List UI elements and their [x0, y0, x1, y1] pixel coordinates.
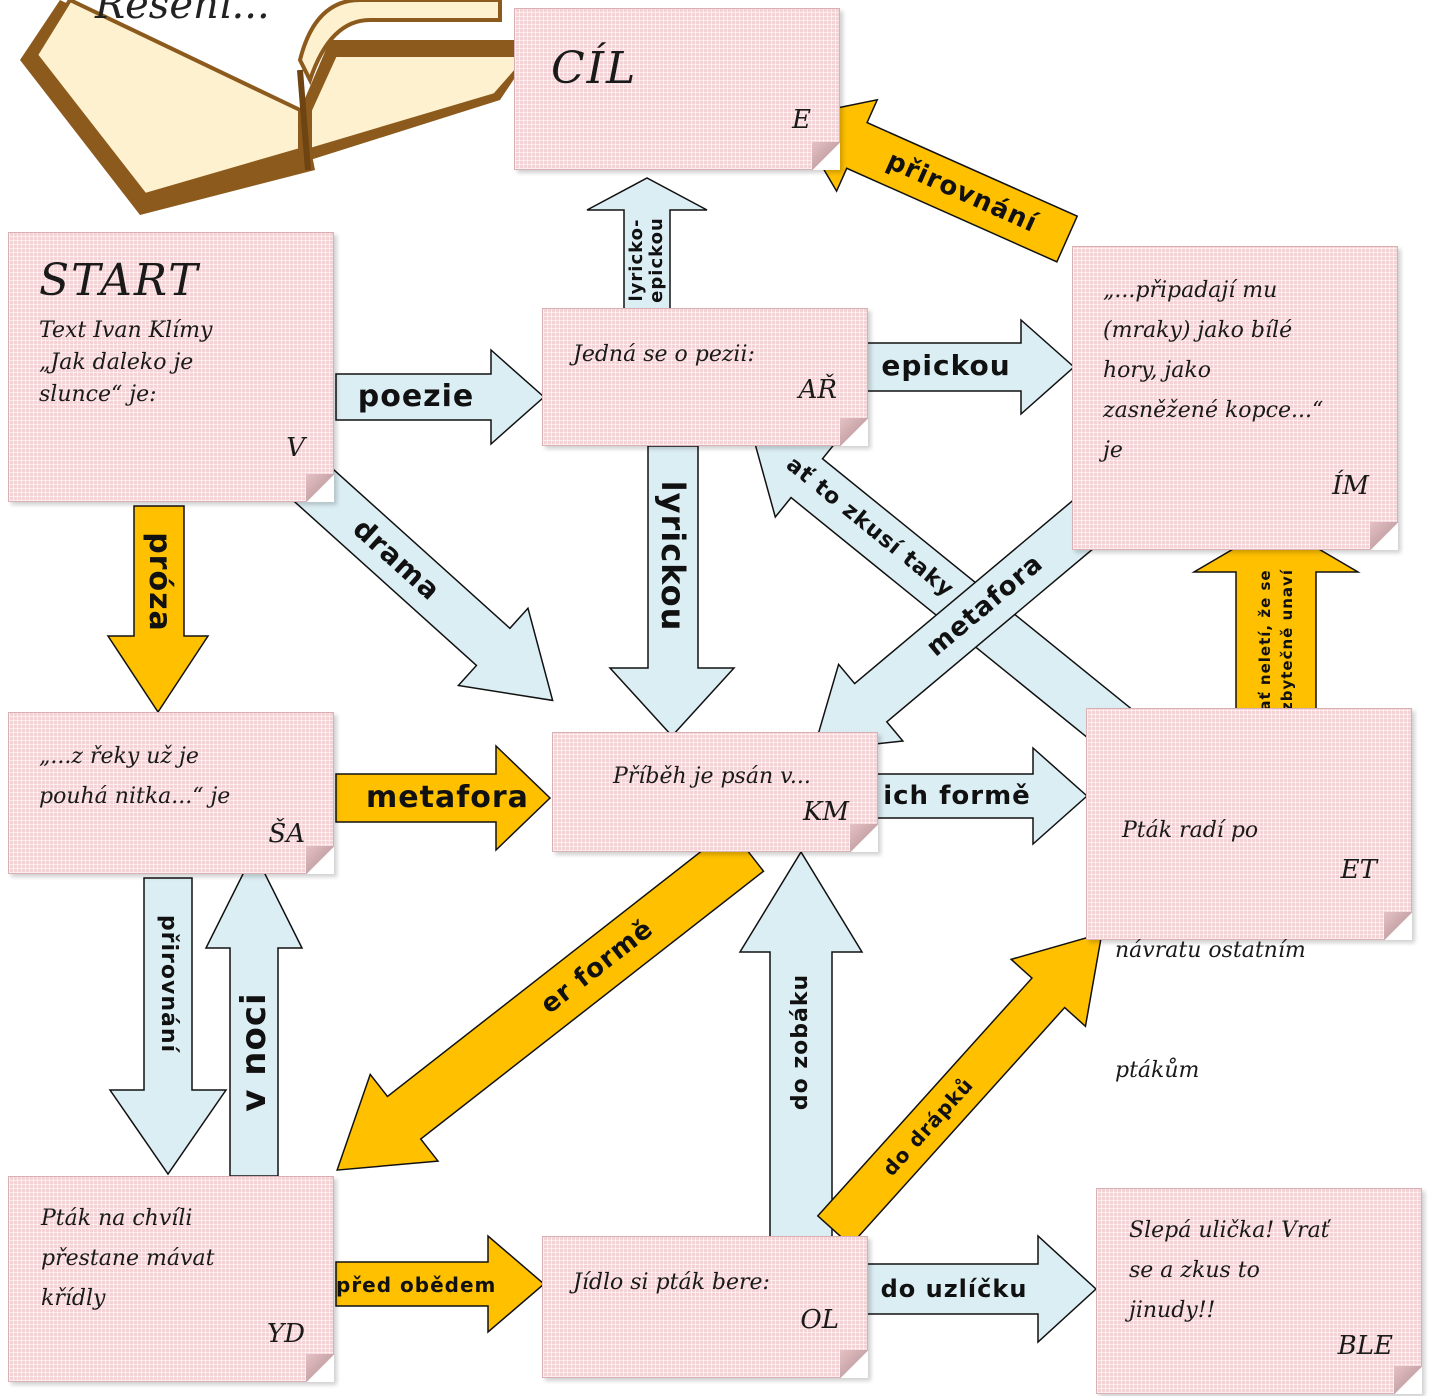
- arrow-epickou-label: epickou: [881, 349, 1011, 382]
- node-ar: Jedná se o pezii: AŘ: [542, 308, 868, 446]
- node-ar-line: Jedná se o pezii:: [573, 342, 755, 367]
- node-yd-line: Pták na chvíli: [41, 1206, 193, 1231]
- node-cil: CÍL E: [514, 8, 840, 170]
- arrow-at-neleti: ať neletí, že se zbytečně unaví: [1191, 523, 1361, 711]
- arrow-pred-obedem-label: před obědem: [336, 1273, 497, 1297]
- node-km-line: Příběh je psán v...: [613, 764, 811, 789]
- node-start-line: Text Ivan Klímy: [39, 318, 213, 343]
- arrow-v-noci-label: v noci: [234, 992, 274, 1112]
- node-et-line: návratu ostatním: [1115, 938, 1306, 963]
- arrow-metafora-horizontal: metafora: [335, 744, 552, 852]
- arrow-poezie-label: poezie: [357, 379, 475, 414]
- arrow-do-zobaku: do zobáku: [738, 850, 864, 1239]
- arrow-do-uzlicku: do uzlíčku: [865, 1234, 1098, 1344]
- node-sa-code: ŠA: [268, 819, 305, 849]
- arrow-pred-obedem: před obědem: [335, 1234, 546, 1334]
- arrow-epickou: epickou: [865, 318, 1076, 416]
- node-cil-title: CÍL: [551, 43, 638, 94]
- node-ol-code: OL: [800, 1305, 839, 1335]
- node-im-line: je: [1103, 438, 1123, 463]
- node-cil-code: E: [792, 105, 811, 135]
- node-im-line: (mraky) jako bílé: [1103, 318, 1293, 343]
- arrow-do-uzlicku-label: do uzlíčku: [880, 1275, 1028, 1303]
- arrow-metafora-horizontal-label: metafora: [366, 780, 529, 815]
- node-ar-code: AŘ: [798, 375, 837, 405]
- node-yd: Pták na chvíli přestane mávat křídly YD: [8, 1176, 334, 1382]
- node-km: Příběh je psán v... KM: [552, 732, 878, 852]
- node-ol: Jídlo si pták bere: OL: [542, 1236, 868, 1378]
- arrow-lyrickou: lyrickou: [608, 445, 736, 738]
- node-yd-line: přestane mávat: [41, 1246, 215, 1271]
- arrow-lyrickou-label: lyrickou: [654, 480, 692, 632]
- node-ble-line: Slepá ulička! Vrať: [1129, 1218, 1330, 1243]
- node-km-code: KM: [802, 797, 849, 827]
- node-im-line: „...připadají mu: [1103, 278, 1278, 303]
- node-sa: „...z řeky už je pouhá nitka...“ je ŠA: [8, 712, 334, 874]
- node-im: „...připadají mu (mraky) jako bílé hory,…: [1072, 246, 1398, 550]
- arrow-v-noci: v noci: [204, 850, 304, 1177]
- node-start-code: V: [286, 433, 305, 463]
- arrow-lyricko-label-1: lyricko-: [626, 218, 647, 302]
- arrow-prirovnani-vertical: přirovnání: [108, 877, 228, 1176]
- arrow-lyricko-label-2: epickou: [646, 217, 667, 303]
- arrow-poezie: poezie: [335, 348, 546, 446]
- node-et-code: ET: [1340, 855, 1377, 885]
- arrow-at-neleti-label-2: zbytečně unaví: [1278, 569, 1296, 711]
- node-im-code: ÍM: [1332, 471, 1369, 501]
- book-illustration: Řešení...: [0, 0, 560, 230]
- arrow-proza-label: próza: [142, 532, 177, 632]
- arrow-lyricko-epickou: lyricko- epickou: [586, 177, 708, 311]
- node-im-line: hory, jako: [1103, 358, 1211, 383]
- node-start-line: „Jak daleko je: [39, 350, 194, 375]
- node-sa-line: pouhá nitka...“ je: [39, 784, 231, 809]
- arrow-ich-forme: ich formě: [876, 746, 1089, 846]
- node-et-line: ptákům: [1115, 1058, 1200, 1083]
- arrow-prirovnani-vertical-label: přirovnání: [156, 914, 181, 1054]
- node-ble: Slepá ulička! Vrať se a zkus to jinudy!!…: [1096, 1188, 1422, 1394]
- arrow-do-zobaku-label: do zobáku: [788, 973, 813, 1111]
- arrow-at-neleti-label-1: ať neletí, že se: [1256, 569, 1274, 711]
- node-ble-line: jinudy!!: [1129, 1298, 1216, 1323]
- node-im-line: zasněžené kopce...“: [1103, 398, 1324, 423]
- arrow-proza: próza: [106, 505, 210, 714]
- arrow-ich-forme-label: ich formě: [883, 781, 1031, 811]
- node-ble-code: BLE: [1337, 1331, 1393, 1361]
- node-ble-line: se a zkus to: [1129, 1258, 1260, 1283]
- node-sa-line: „...z řeky už je: [39, 744, 199, 769]
- book-label: Řešení...: [95, 0, 270, 28]
- node-et: Pták radí po návratu ostatním ptákům ET: [1086, 708, 1412, 1083]
- node-yd-line: křídly: [41, 1286, 106, 1311]
- node-ol-line: Jídlo si pták bere:: [573, 1270, 770, 1295]
- node-et-line: Pták radí po: [1115, 818, 1259, 843]
- node-start-title: START: [39, 255, 200, 306]
- node-start-line: slunce“ je:: [39, 382, 157, 407]
- node-yd-code: YD: [266, 1319, 305, 1349]
- node-start: START Text Ivan Klímy „Jak daleko je slu…: [8, 232, 334, 502]
